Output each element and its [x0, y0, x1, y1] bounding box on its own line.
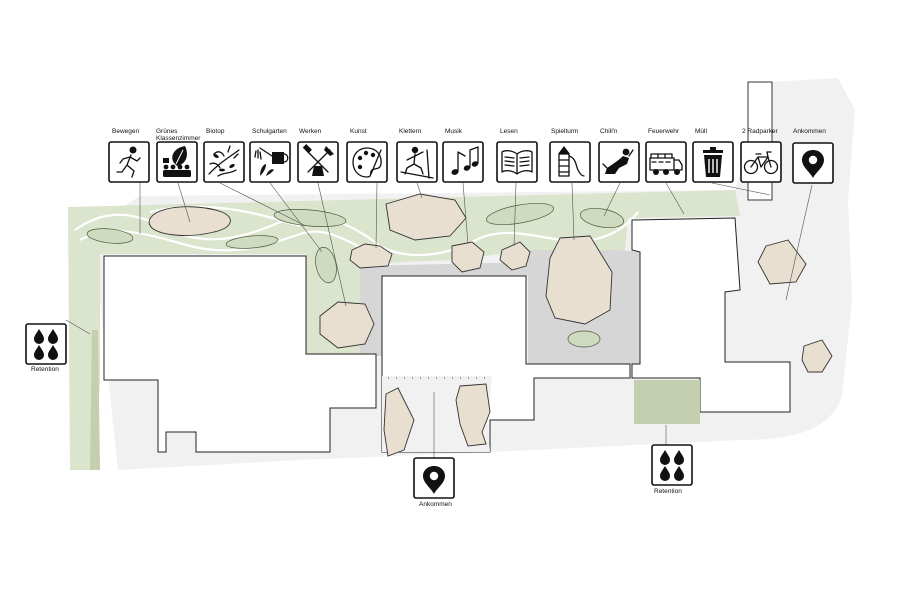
- planting-beds: [86, 203, 625, 348]
- paint-palette-icon: [352, 147, 382, 178]
- marker-ankommen-bottom: Ankommen: [413, 457, 455, 508]
- icon-label-gruenes-line2: Klassenzimmer: [156, 135, 201, 142]
- icon-label-feuerwehr: Feuerwehr: [648, 128, 680, 135]
- building-west: [103, 255, 377, 453]
- icon-label-klettern: Klettern: [399, 128, 422, 135]
- icon-biotop: Biotop: [203, 128, 245, 183]
- icon-werken: Werken: [297, 128, 339, 183]
- marker-label-ankommen-bottom: Ankommen: [419, 501, 452, 508]
- icon-feuerwehr: Feuerwehr: [645, 128, 687, 183]
- icon-label-biotop: Biotop: [206, 128, 225, 135]
- marker-retention-left: Retention: [25, 323, 67, 373]
- leader-lines: [65, 158, 813, 458]
- lounging-person-icon: [602, 148, 634, 174]
- icon-label-gruenes: Grünes: [156, 128, 178, 135]
- bicycle-icon: [743, 151, 779, 175]
- icon-label-schulgarten: Schulgarten: [252, 128, 287, 135]
- running-person-icon: [116, 146, 141, 178]
- biotope-plants-icon: [208, 145, 240, 177]
- icon-radparker: 2 Radparker: [740, 128, 782, 183]
- green-belt: [68, 190, 740, 470]
- retention-basin-right: [634, 380, 700, 424]
- icon-musik: Musik: [442, 128, 484, 183]
- icon-gruenes-klassenzimmer: Grünes Klassenzimmer: [156, 128, 201, 183]
- icon-ankommen-top: Ankommen: [792, 128, 834, 184]
- icon-label-musik: Musik: [445, 128, 463, 135]
- play-tower-slide-icon: [558, 146, 585, 177]
- marker-retention-right: Retention: [651, 444, 693, 495]
- icon-schulgarten: Schulgarten: [249, 128, 291, 183]
- fire-truck-icon: [649, 153, 683, 175]
- icon-chilln: Chill'n: [598, 128, 640, 183]
- icon-spielturm: Spielturm: [549, 128, 591, 183]
- open-book-icon: [501, 150, 533, 175]
- trash-bin-icon: [703, 147, 723, 177]
- icon-label-kunst: Kunst: [350, 128, 367, 135]
- tree-and-class-icon: [163, 146, 191, 177]
- climbing-person-icon: [400, 146, 434, 179]
- icon-label-werken: Werken: [299, 128, 322, 135]
- icon-label-bewegen: Bewegen: [112, 128, 139, 135]
- icon-bewegen: Bewegen: [108, 128, 150, 183]
- icon-kunst: Kunst: [346, 128, 388, 183]
- icon-label-radparker: 2 Radparker: [742, 128, 779, 135]
- icon-lesen: Lesen: [496, 128, 538, 183]
- tools-icon: [302, 144, 334, 176]
- watering-can-icon: [254, 147, 289, 176]
- marker-label-retention-left: Retention: [31, 366, 59, 373]
- icon-label-muell: Müll: [695, 128, 707, 135]
- icon-klettern: Klettern: [396, 128, 438, 183]
- marker-label-retention-right: Retention: [654, 488, 682, 495]
- icon-label-chilln: Chill'n: [600, 128, 618, 135]
- icon-muell: Müll: [692, 128, 734, 183]
- icon-label-spielturm: Spielturm: [551, 128, 578, 135]
- music-notes-icon: [451, 146, 479, 175]
- stone-islands: [148, 193, 833, 457]
- icon-label-ankommen-top: Ankommen: [793, 128, 826, 135]
- retention-strip-left: [90, 330, 100, 470]
- icon-label-lesen: Lesen: [500, 128, 518, 135]
